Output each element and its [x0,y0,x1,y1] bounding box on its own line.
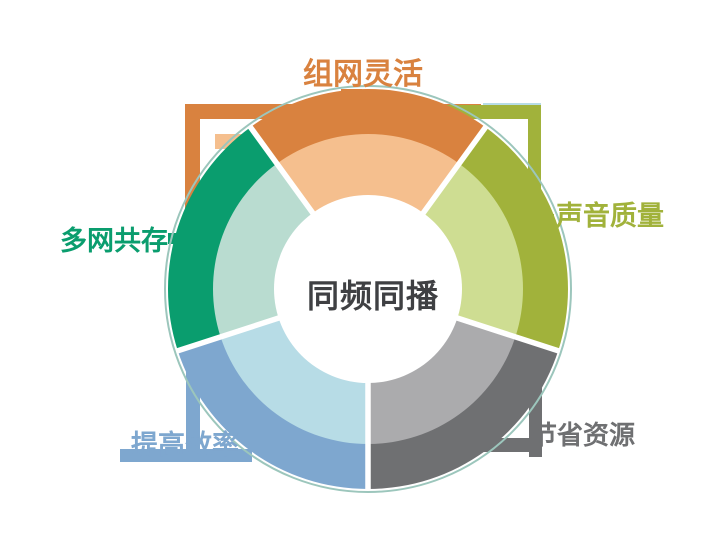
label-efficiency: 提高效率 [131,430,239,460]
wheel-outline-ring [164,85,572,493]
label-flexible-networking: 组网灵活 [303,58,423,91]
segment-gap [245,122,318,219]
segment-inner-coexistence [212,162,314,338]
segment-inner-voice-quality [422,162,524,338]
segment-gap [451,313,563,355]
segment-inner-efficiency [219,317,368,445]
label-voice-quality: 声音质量 [556,201,664,231]
label-resource-saving: 节省资源 [531,420,636,450]
segment-inner-resource-saving [368,317,517,445]
segment-outer-efficiency [177,336,368,489]
segment-outer-coexistence [168,127,277,351]
center-circle [274,195,462,383]
callout-bar-efficiency [120,449,252,462]
segment-gap [418,122,491,219]
center-title: 同频同播 [306,278,439,314]
segment-inner-flexible-networking [276,133,460,215]
segment-outer-resource-saving [368,336,559,489]
segment-outer-voice-quality [459,127,569,351]
segment-outer-flexible-networking [250,89,486,164]
label-coexistence: 多网共存 [60,226,168,256]
segment-gap [173,313,285,355]
